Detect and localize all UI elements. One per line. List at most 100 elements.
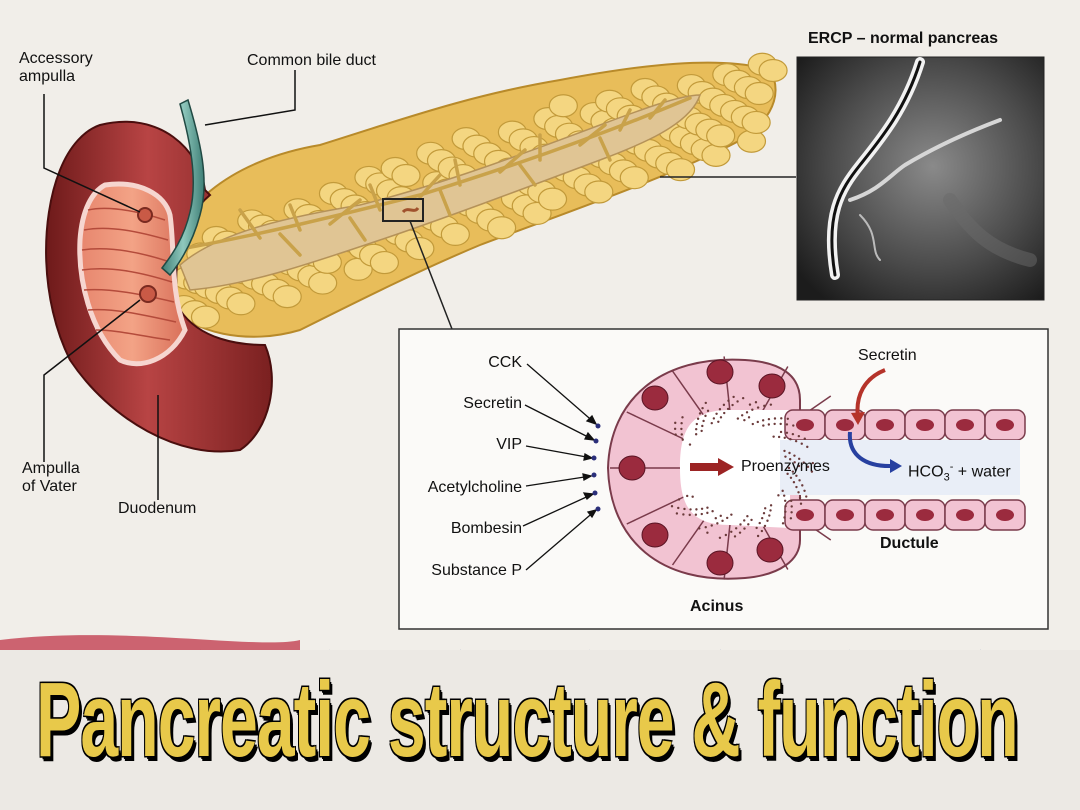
granule	[802, 461, 805, 464]
lobule	[619, 166, 649, 190]
granule	[760, 529, 764, 533]
granule	[704, 401, 707, 405]
granule	[799, 502, 803, 505]
granule	[691, 495, 694, 498]
granule	[732, 395, 735, 399]
granule	[798, 479, 801, 482]
granule	[730, 513, 733, 516]
granule	[792, 481, 796, 484]
granule	[710, 524, 713, 527]
lobule	[758, 58, 788, 83]
label-duodenum: Duodenum	[118, 500, 197, 517]
ductal-nucleus	[876, 509, 894, 521]
granule	[716, 522, 719, 525]
granule	[688, 513, 691, 517]
granule	[688, 443, 692, 446]
granule	[773, 422, 776, 426]
granule	[790, 511, 793, 514]
granule	[793, 461, 796, 464]
granule	[706, 511, 709, 515]
stimulus-bombesin: Bombesin	[450, 520, 522, 537]
pancreas-anatomy-illustration	[0, 52, 1049, 650]
granule	[756, 406, 760, 409]
granule	[800, 442, 803, 445]
granule	[769, 509, 772, 512]
granule	[803, 489, 806, 492]
acinar-nucleus	[706, 550, 734, 576]
granule	[702, 419, 705, 423]
granule	[792, 424, 795, 427]
granule	[769, 403, 773, 406]
granule	[755, 526, 758, 530]
granule	[785, 423, 789, 426]
granule	[726, 516, 729, 520]
acinar-nucleus	[618, 455, 646, 481]
granule	[741, 396, 745, 400]
granule	[760, 516, 764, 520]
granule	[793, 454, 796, 457]
granule	[763, 507, 767, 510]
lobule	[369, 250, 399, 275]
label-ductule: Ductule	[880, 535, 939, 552]
ductal-nucleus	[916, 509, 934, 521]
ercp-title: ERCP – normal pancreas	[808, 30, 999, 47]
lobule	[537, 187, 568, 211]
granule	[745, 411, 749, 414]
stimulus-vip: VIP	[496, 436, 522, 453]
granule	[701, 424, 704, 428]
granule	[786, 472, 789, 476]
granule	[734, 527, 738, 530]
granule	[733, 535, 737, 538]
zymogen-granules	[670, 395, 815, 539]
granule	[750, 518, 753, 522]
zoom-connector-line	[409, 220, 453, 330]
granule	[784, 455, 787, 458]
ductal-nucleus	[956, 509, 974, 521]
granule	[677, 506, 680, 510]
granule	[772, 435, 775, 438]
stimuli-arrows	[522, 363, 598, 571]
lobule	[487, 216, 517, 240]
granule	[700, 512, 703, 516]
banner-ribbon	[0, 635, 300, 650]
label-common-bile-duct: Common bile duct	[247, 52, 376, 69]
lobule	[440, 222, 470, 246]
granule	[694, 428, 698, 431]
granule	[722, 403, 726, 407]
granule	[748, 403, 752, 406]
granule	[756, 420, 759, 424]
granule	[783, 449, 786, 453]
granule	[769, 504, 773, 507]
granule	[756, 534, 760, 538]
granule	[751, 422, 754, 426]
acinar-cell-border	[671, 512, 710, 566]
ductal-nucleus	[956, 419, 974, 431]
granule	[762, 512, 766, 515]
lobule	[548, 94, 578, 118]
granule	[721, 519, 724, 523]
acinar-nucleus	[756, 537, 784, 563]
granule	[788, 458, 792, 461]
secretin-arrow	[855, 368, 886, 419]
granule	[746, 515, 749, 518]
granule	[811, 461, 815, 465]
granule	[723, 411, 726, 415]
ercp-xray-image	[796, 56, 1045, 301]
label-proenzymes: Proenzymes	[741, 458, 830, 475]
acinar-nucleus	[641, 522, 669, 548]
granule	[751, 408, 754, 411]
granule	[795, 485, 798, 489]
granule	[740, 414, 744, 417]
proenzymes-arrow	[690, 458, 734, 476]
granule	[698, 412, 702, 415]
common-bile-duct	[160, 98, 205, 277]
bicarb-symbol: HCO	[908, 463, 944, 481]
granule	[727, 399, 730, 402]
granule	[701, 406, 704, 410]
granule	[717, 420, 720, 423]
granule	[712, 417, 716, 420]
granule	[781, 489, 784, 493]
acinar-cell-border	[671, 370, 710, 424]
granule	[682, 513, 685, 516]
granule	[736, 417, 740, 420]
